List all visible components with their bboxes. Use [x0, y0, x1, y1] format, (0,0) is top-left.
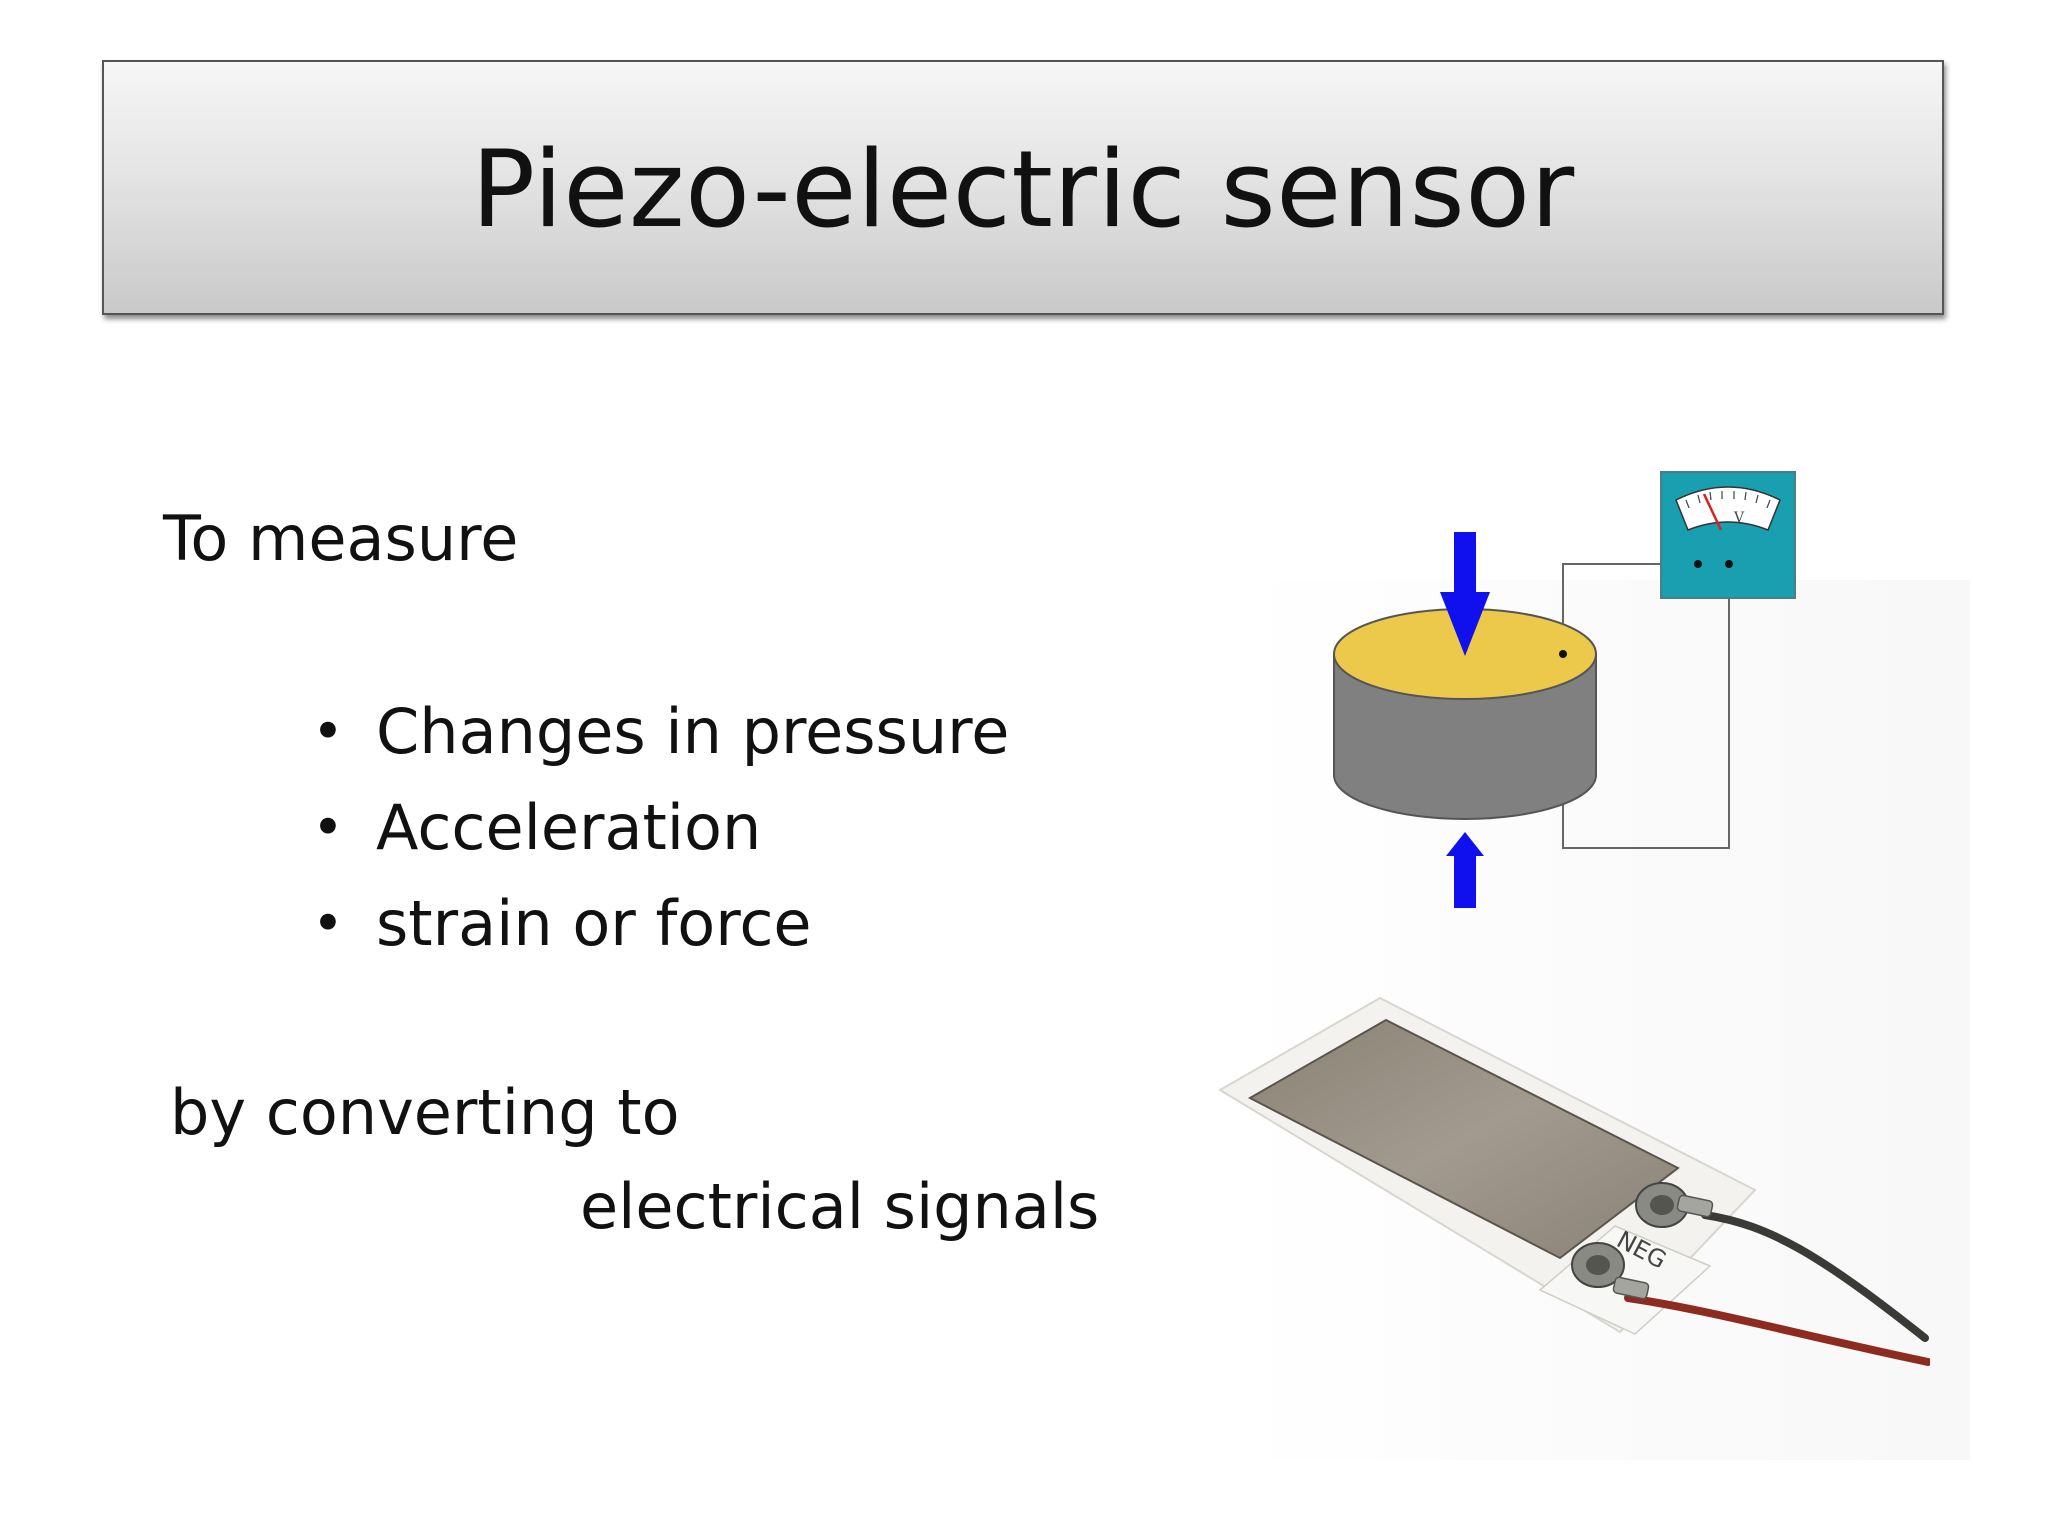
- outro-text-line2: electrical signals: [580, 1170, 1100, 1243]
- connector-top: [1635, 1182, 1714, 1228]
- piezo-diagram: V: [1333, 471, 1796, 908]
- bullet-icon: •: [312, 796, 344, 859]
- bullet-item: • Acceleration: [306, 780, 1009, 876]
- bullet-item: • Changes in pressure: [306, 684, 1009, 780]
- intro-text: To measure: [163, 502, 519, 575]
- slide-title: Piezo-electric sensor: [471, 127, 1575, 251]
- force-arrow-down-icon: [1440, 532, 1490, 656]
- bullet-text: Acceleration: [376, 791, 762, 864]
- piezo-film-photo: NEG: [1218, 996, 1930, 1366]
- terminal-dot-icon: [1559, 650, 1567, 658]
- bullet-text: strain or force: [376, 887, 812, 960]
- red-wire: [1624, 1294, 1930, 1366]
- meter-needle: [1702, 493, 1723, 531]
- film-electrode: [1247, 1018, 1680, 1260]
- bullet-text: Changes in pressure: [376, 695, 1010, 768]
- meter-unit-label: V: [1733, 510, 1745, 526]
- connector-bottom: [1571, 1242, 1650, 1300]
- force-arrow-up-icon: [1446, 832, 1484, 908]
- bullet-icon: •: [312, 700, 344, 763]
- outro-text-line1: by converting to: [170, 1076, 680, 1149]
- voltmeter-icon: V: [1660, 471, 1796, 599]
- black-wire: [1701, 1211, 1929, 1342]
- bullet-icon: •: [312, 892, 344, 955]
- title-banner: Piezo-electric sensor: [102, 60, 1944, 315]
- bullet-list: • Changes in pressure • Acceleration • s…: [306, 684, 1009, 972]
- bullet-item: • strain or force: [306, 876, 1009, 972]
